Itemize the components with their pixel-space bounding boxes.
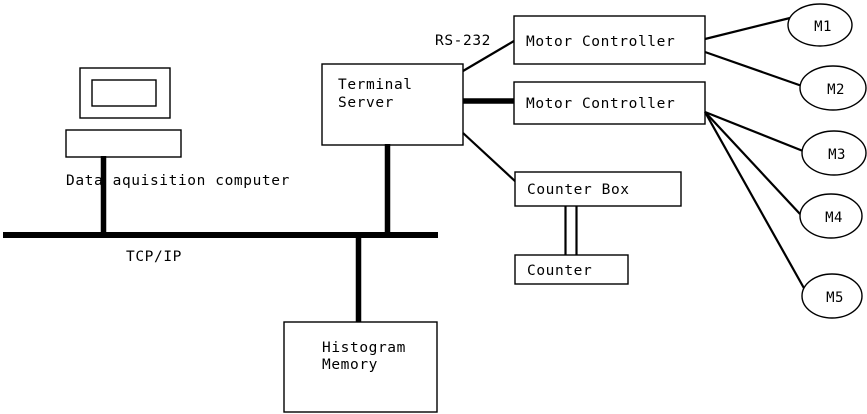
controller1-to-m1-link [704,16,791,41]
counter-box-label: Counter Box [527,182,630,198]
counter-label: Counter [527,263,592,279]
histogram-memory-box [283,321,438,413]
computer-monitor-screen [91,79,157,107]
counter-box [514,171,682,207]
histogram-memory-label-line1: Histogram [322,340,406,356]
counter-box-readout [514,254,629,285]
terminal-server-to-controller1-link [462,40,515,72]
controller2-to-m4-link [704,111,801,215]
motor-label-m1: M1 [814,19,832,35]
terminal-server-label-line1: Terminal [338,77,413,93]
terminal-server-label-line2: Server [338,95,394,111]
motor-node-m2 [799,65,867,111]
tcpip-bus-label: TCP/IP [126,249,182,265]
motor-node-m5 [801,273,863,319]
histogram-memory-label-line2: Memory [322,357,378,373]
motor-label-m2: M2 [827,82,845,98]
motor-label-m4: M4 [825,210,843,226]
computer-base-unit [65,129,182,158]
motor-label-m5: M5 [826,290,844,306]
controller2-to-m5-link [704,111,806,291]
computer-caption-label: Data aquisition computer [66,173,290,189]
controller1-to-m2-link [704,50,803,88]
motor-controller-1-box [513,15,706,65]
motor-controller-2-box [513,81,706,125]
motor-node-m4 [799,193,863,239]
terminal-server-box [321,63,464,146]
motor-controller-2-label: Motor Controller [526,96,675,112]
motor-node-m3 [801,130,867,176]
controller2-to-m3-link [704,110,804,153]
motor-controller-1-label: Motor Controller [526,34,675,50]
motor-node-m1 [787,3,853,47]
terminal-server-to-counter-box-link [462,132,517,183]
rs232-label: RS-232 [435,33,491,49]
motor-label-m3: M3 [828,147,846,163]
